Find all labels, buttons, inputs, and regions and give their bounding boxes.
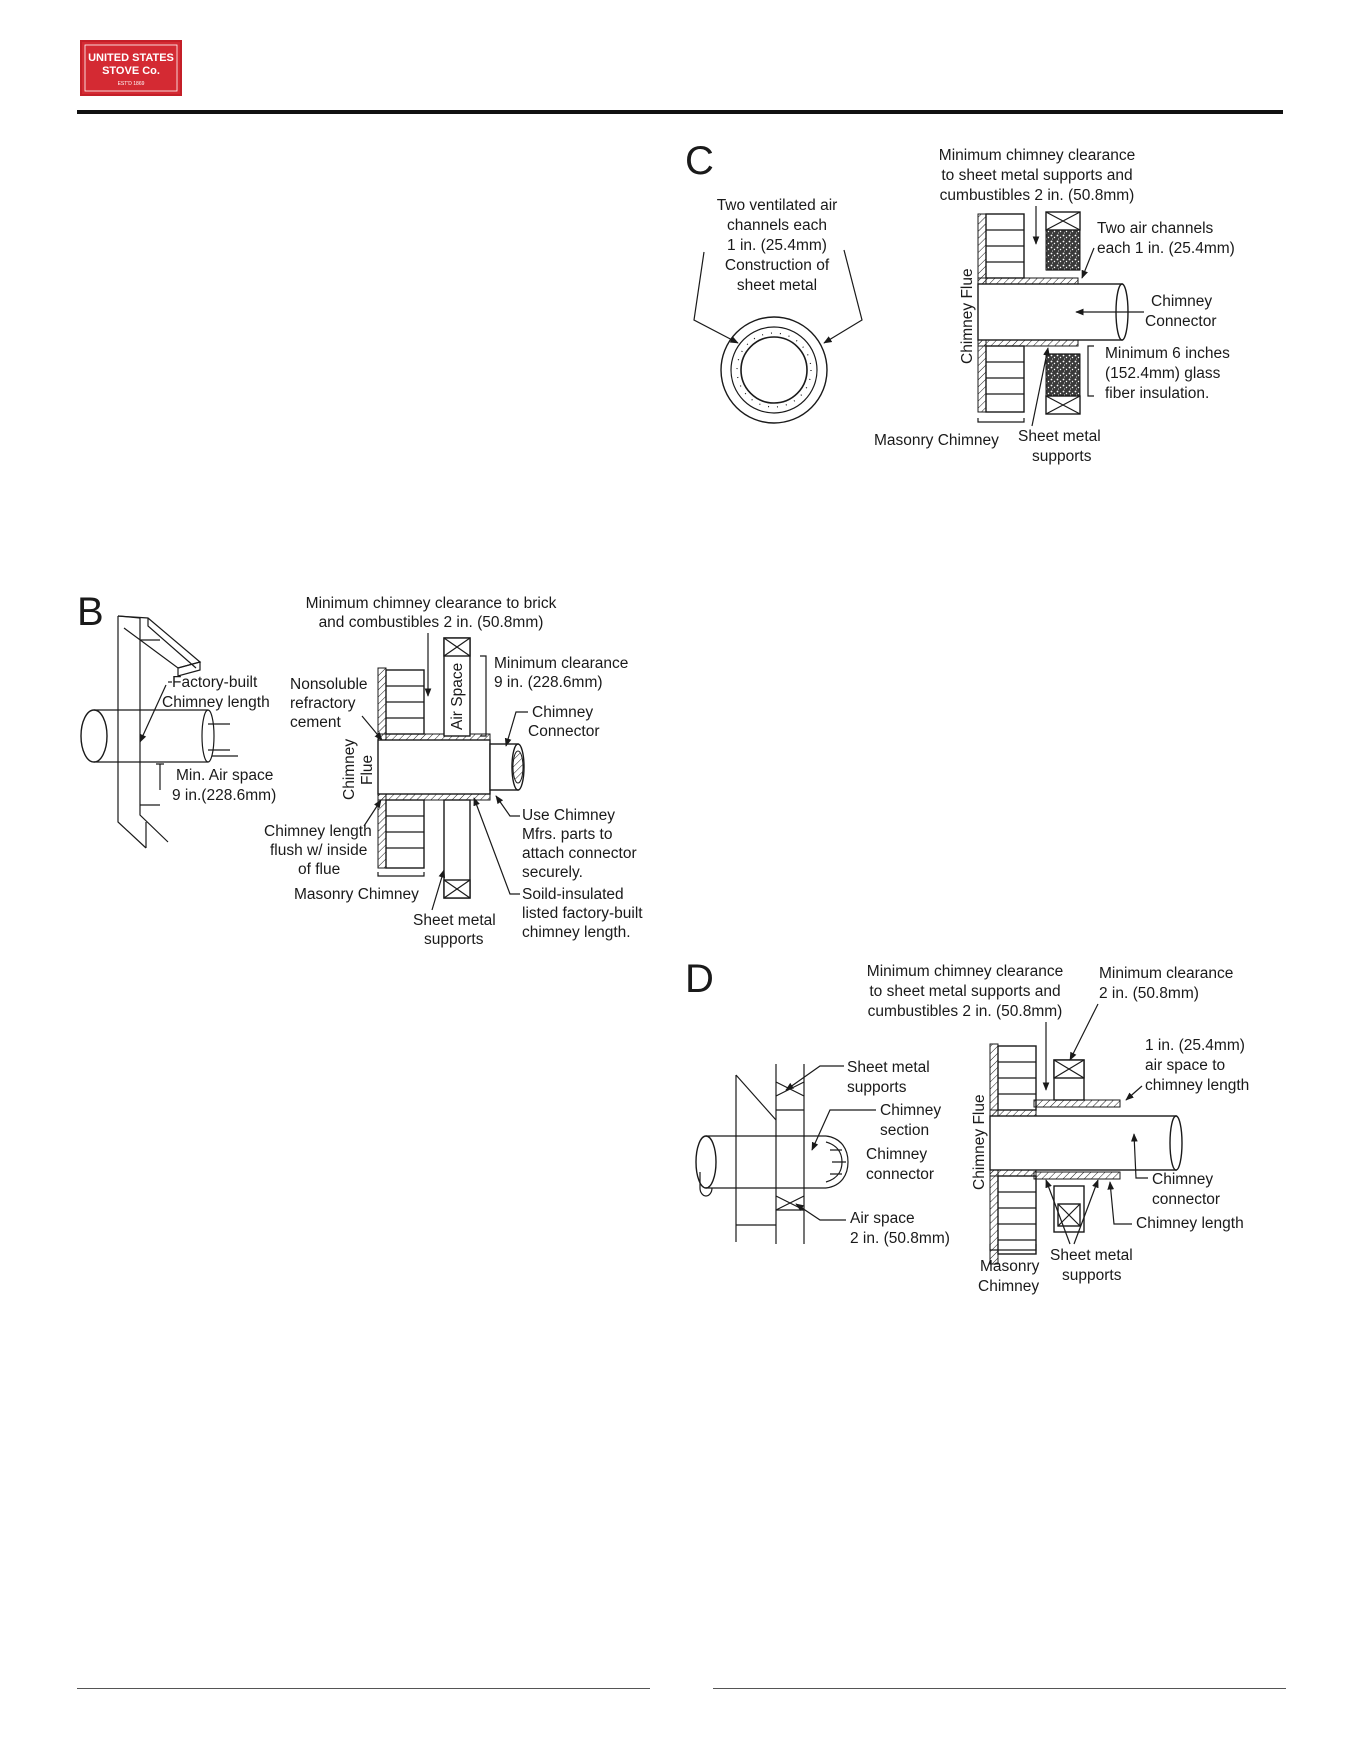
- b-flue-2: Flue: [359, 755, 376, 785]
- b-masonry: Masonry Chimney: [294, 886, 419, 903]
- d-section-2: section: [880, 1122, 929, 1139]
- b-connector-2: Connector: [528, 723, 600, 740]
- d-min-clearance-1: Minimum clearance: [1099, 965, 1233, 982]
- c-min6-2: (152.4mm) glass: [1105, 365, 1221, 382]
- c-air-ch-2: each 1 in. (25.4mm): [1097, 240, 1235, 257]
- d-flue: Chimney Flue: [971, 1094, 988, 1190]
- c-min6-3: fiber insulation.: [1105, 385, 1209, 402]
- b-flush-1: Chimney length: [264, 823, 372, 840]
- b-top-note-2: and combustibles 2 in. (50.8mm): [319, 614, 544, 631]
- svg-text:Factory-built: Factory-built: [172, 674, 258, 691]
- b-connector-1: Chimney: [532, 704, 593, 721]
- figure-b-wall-sketch: [80, 615, 238, 849]
- c-connector-2: Connector: [1145, 313, 1217, 330]
- d-airspace-to-1: 1 in. (25.4mm): [1145, 1037, 1245, 1054]
- figure-d-section: [989, 1043, 1183, 1265]
- b-mfrs-3: attach connector: [522, 845, 637, 862]
- b-solid-2: listed factory-built: [522, 905, 643, 922]
- logo-line3: EST'D 1869: [118, 81, 145, 87]
- c-vent-1: Two ventilated air: [717, 197, 838, 214]
- d-chimney-length: Chimney length: [1136, 1215, 1244, 1232]
- figure-b-letter: B: [77, 590, 104, 634]
- c-air-ch-1: Two air channels: [1097, 220, 1214, 237]
- d-supports-right-2: supports: [1062, 1267, 1122, 1284]
- d-connector-right-2: connector: [1152, 1191, 1220, 1208]
- figure-b-section: [377, 637, 525, 899]
- b-flush-2: flush w/ inside: [270, 842, 367, 859]
- b-top-note-1: Minimum chimney clearance to brick: [306, 595, 557, 612]
- b-min-clearance-2: 9 in. (228.6mm): [494, 674, 603, 691]
- b-flue-1: Chimney: [341, 739, 358, 800]
- b-factory-built-1: Factory-built: [172, 674, 258, 691]
- b-flush-3: of flue: [298, 861, 340, 878]
- header-rule: [77, 110, 1283, 114]
- c-top-note-3: cumbustibles 2 in. (50.8mm): [940, 187, 1135, 204]
- brand-logo: UNITED STATES STOVE Co. EST'D 1869: [80, 40, 182, 96]
- c-top-note-2: to sheet metal supports and: [941, 167, 1132, 184]
- figure-d: D Sheet metal supports Chimney section C…: [685, 957, 1249, 1295]
- d-top-note-1: Minimum chimney clearance: [867, 963, 1063, 980]
- b-min-air-space-2: 9 in.(228.6mm): [172, 787, 276, 804]
- d-connector-left-2: connector: [866, 1166, 934, 1183]
- d-masonry-1: Masonry: [980, 1258, 1040, 1275]
- svg-text:Chimney length: Chimney length: [162, 694, 270, 711]
- c-vent-3: 1 in. (25.4mm): [727, 237, 827, 254]
- b-solid-1: Soild-insulated: [522, 886, 624, 903]
- figure-c: C Two ventilated air channels each 1 in.…: [685, 139, 1235, 465]
- c-supports-2: supports: [1032, 448, 1092, 465]
- figure-c-ring: [720, 316, 828, 424]
- b-mfrs-2: Mfrs. parts to: [522, 826, 612, 843]
- b-supports-2: supports: [424, 931, 484, 948]
- logo-line2: STOVE Co.: [102, 65, 160, 77]
- b-supports-1: Sheet metal: [413, 912, 496, 929]
- figure-c-section: [977, 211, 1129, 415]
- figure-c-letter: C: [685, 139, 714, 183]
- d-supports-right-1: Sheet metal: [1050, 1247, 1133, 1264]
- d-section-1: Chimney: [880, 1102, 941, 1119]
- d-airspace-to-2: air space to: [1145, 1057, 1225, 1074]
- c-top-note-1: Minimum chimney clearance: [939, 147, 1135, 164]
- b-factory-built-2: Chimney length: [162, 694, 270, 711]
- b-air-space: Air Space: [449, 663, 466, 730]
- d-airspace-left-2: 2 in. (50.8mm): [850, 1230, 950, 1247]
- figure-b: B Factory-built Chimney length Min. Air …: [77, 590, 643, 948]
- d-connector-right-1: Chimney: [1152, 1171, 1213, 1188]
- d-top-note-2: to sheet metal supports and: [869, 983, 1060, 1000]
- c-connector-1: Chimney: [1151, 293, 1212, 310]
- d-airspace-to-3: chimney length: [1145, 1077, 1249, 1094]
- d-connector-left-1: Chimney: [866, 1146, 927, 1163]
- c-vent-5: sheet metal: [737, 277, 817, 294]
- b-nonsoluble-2: refractory: [290, 695, 356, 712]
- b-min-clearance-1: Minimum clearance: [494, 655, 628, 672]
- b-mfrs-4: securely.: [522, 864, 583, 881]
- c-vent-2: channels each: [727, 217, 827, 234]
- d-airspace-left-1: Air space: [850, 1210, 915, 1227]
- d-supports-left-1: Sheet metal: [847, 1059, 930, 1076]
- logo-line1: UNITED STATES: [88, 52, 174, 64]
- d-supports-left-2: supports: [847, 1079, 907, 1096]
- footer-rule-right: [713, 1688, 1286, 1689]
- figure-d-letter: D: [685, 957, 714, 1001]
- c-flue: Chimney Flue: [959, 268, 976, 364]
- d-min-clearance-2: 2 in. (50.8mm): [1099, 985, 1199, 1002]
- b-solid-3: chimney length.: [522, 924, 631, 941]
- footer-rule-left: [77, 1688, 650, 1689]
- c-supports-1: Sheet metal: [1018, 428, 1101, 445]
- b-nonsoluble-1: Nonsoluble: [290, 676, 368, 693]
- c-min6-1: Minimum 6 inches: [1105, 345, 1230, 362]
- d-top-note-3: cumbustibles 2 in. (50.8mm): [868, 1003, 1063, 1020]
- b-nonsoluble-3: cement: [290, 714, 342, 731]
- c-masonry: Masonry Chimney: [874, 432, 999, 449]
- c-vent-4: Construction of: [725, 257, 830, 274]
- d-masonry-2: Chimney: [978, 1278, 1039, 1295]
- b-min-air-space-1: Min. Air space: [176, 767, 273, 784]
- b-mfrs-1: Use Chimney: [522, 807, 615, 824]
- figure-d-wall-sketch: [695, 1064, 849, 1244]
